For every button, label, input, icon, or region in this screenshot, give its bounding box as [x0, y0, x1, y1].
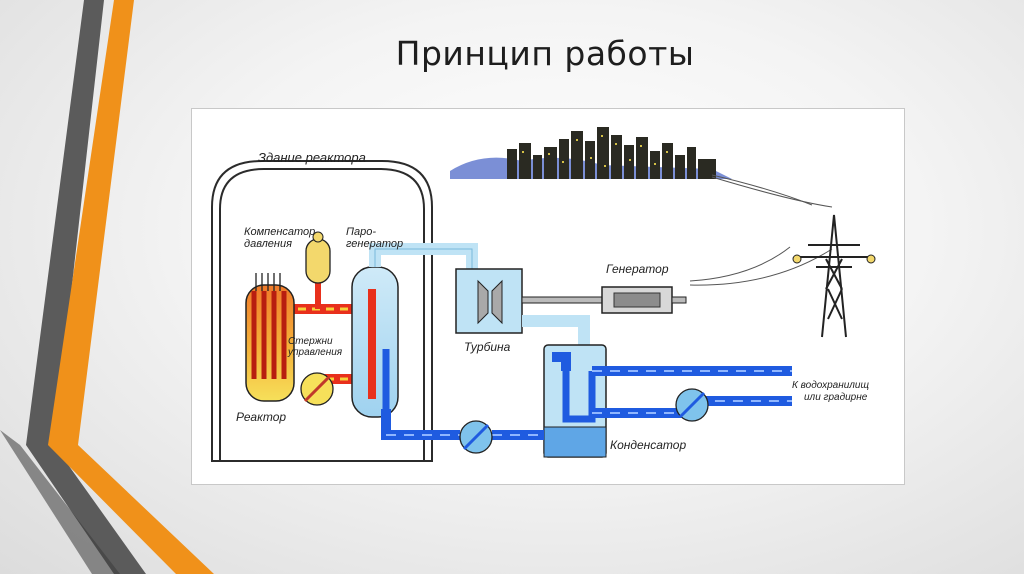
label-control-rods-line2: управления	[288, 347, 343, 358]
pressurizer-tank	[305, 231, 331, 309]
steam-generator	[351, 266, 399, 418]
slide-title: Принцип работы	[395, 34, 695, 73]
city-skyline	[450, 127, 732, 179]
label-condenser: Конденсатор	[610, 438, 687, 452]
orange-stripe	[48, 0, 214, 574]
label-control-rods-line1: Стержни	[288, 336, 333, 347]
cooling-pump	[675, 388, 709, 422]
label-cooling-destination-line1: К водохранилищ	[792, 380, 870, 391]
transmission-tower	[792, 214, 876, 338]
npp-diagram: Здание реактора Компенсатор давления Пар…	[191, 108, 905, 485]
condenser	[543, 344, 607, 458]
label-pressurizer-line2: давления	[244, 238, 292, 250]
label-steam-generator-line1: Паро-	[346, 226, 376, 238]
dark-shadow-stripe	[0, 430, 120, 574]
generator	[521, 286, 687, 314]
power-lines	[689, 174, 833, 286]
label-turbine: Турбина	[464, 340, 511, 354]
gray-stripe	[26, 0, 146, 574]
label-generator: Генератор	[606, 262, 669, 276]
label-reactor-building: Здание реактора	[258, 150, 366, 165]
turbine	[455, 268, 523, 334]
label-steam-generator-line2: генератор	[346, 238, 404, 250]
label-cooling-destination-line2: или градирне	[804, 392, 868, 403]
label-reactor: Реактор	[236, 410, 287, 424]
reactor-building	[211, 160, 433, 462]
primary-pump	[300, 372, 334, 406]
reactor-vessel	[245, 273, 295, 402]
label-pressurizer-line1: Компенсатор	[244, 226, 316, 238]
npp-diagram-drawing	[211, 127, 876, 462]
feedwater-pump	[459, 420, 493, 454]
